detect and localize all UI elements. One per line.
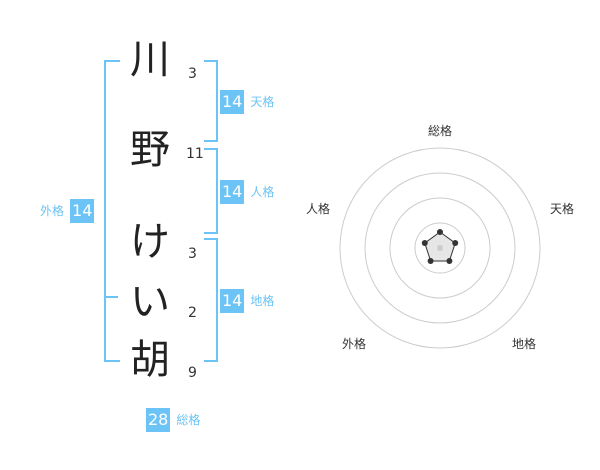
- stroke-count-3: 3: [188, 246, 197, 262]
- stroke-count-4: 2: [188, 305, 197, 321]
- gaikaku-label: 外格: [40, 204, 65, 218]
- radar-point-5: [421, 240, 428, 247]
- chikaku-bracket: [204, 238, 218, 362]
- tenkaku-label: 天格: [250, 95, 275, 109]
- radar-label-soukaku: 総格: [428, 124, 453, 138]
- radar-ring-1: [414, 222, 466, 274]
- gaikaku-bracket-tick: [104, 296, 118, 298]
- jinkaku-badge: 14: [220, 180, 245, 204]
- radar-point-1: [437, 229, 443, 235]
- radar-ring-3: [364, 172, 516, 324]
- radar-ring-2: [389, 197, 491, 299]
- radar-point-4: [427, 257, 434, 264]
- radar-center: [437, 245, 443, 251]
- soukaku-group: 28 総格: [146, 408, 200, 432]
- name-char-1: 川: [130, 37, 170, 83]
- tenkaku-bracket: [204, 60, 218, 142]
- radar-ring-4: [339, 147, 541, 349]
- jinkaku-label: 人格: [250, 185, 275, 199]
- soukaku-label: 総格: [176, 413, 201, 427]
- gaikaku-group: 外格 14: [40, 199, 95, 223]
- stroke-count-2: 11: [186, 146, 204, 162]
- jinkaku-bracket: [204, 148, 218, 234]
- name-char-5: 胡: [130, 337, 170, 383]
- chikaku-group: 14 地格: [220, 289, 274, 313]
- gaikaku-bracket: [104, 60, 120, 362]
- chikaku-label: 地格: [250, 294, 275, 308]
- stroke-count-1: 3: [188, 66, 197, 82]
- radar-point-2: [452, 240, 459, 247]
- name-char-3: け: [130, 219, 170, 265]
- radar-label-gaikaku: 外格: [342, 337, 367, 351]
- radar-label-tenkaku: 天格: [550, 202, 575, 216]
- gaikaku-badge: 14: [70, 199, 95, 223]
- radar-label-jinkaku: 人格: [306, 202, 331, 216]
- jinkaku-group: 14 人格: [220, 180, 274, 204]
- stroke-count-5: 9: [188, 365, 197, 381]
- chikaku-badge: 14: [220, 289, 245, 313]
- soukaku-badge: 28: [146, 408, 171, 432]
- radar-point-3: [446, 257, 453, 264]
- radar-label-chikaku: 地格: [512, 337, 537, 351]
- tenkaku-group: 14 天格: [220, 90, 274, 114]
- name-char-2: 野: [130, 127, 170, 173]
- name-char-4: い: [130, 279, 170, 325]
- tenkaku-badge: 14: [220, 90, 245, 114]
